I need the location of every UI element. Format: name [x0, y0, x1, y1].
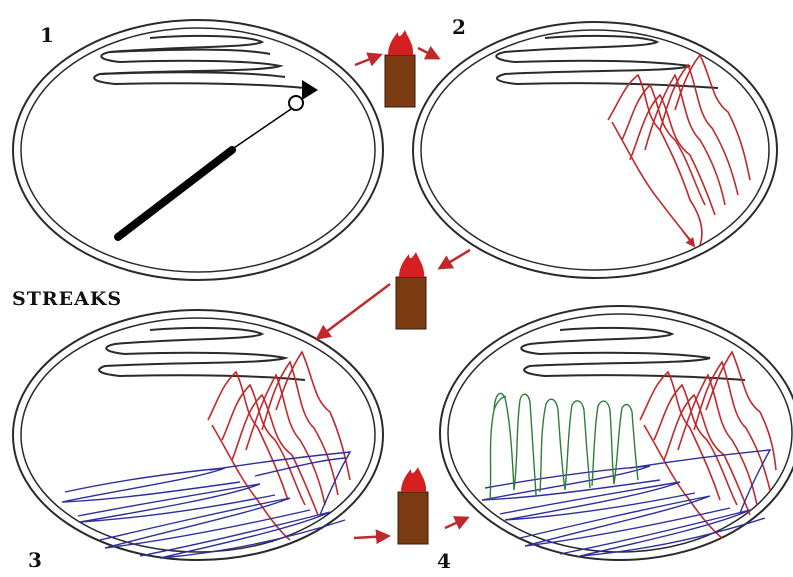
initial-streak	[99, 328, 305, 380]
inoculating-loop-icon	[118, 80, 318, 237]
petri-dish-2	[413, 22, 777, 278]
arrow-burner-to-dish3	[318, 284, 390, 338]
arrow-dish1-to-burner	[355, 55, 380, 65]
step-label-3: 3	[28, 548, 42, 572]
arrow-dish2-to-burner	[440, 250, 470, 268]
initial-streak	[521, 328, 745, 380]
bunsen-burner-icon	[398, 467, 428, 544]
step-label-1: 1	[40, 23, 54, 47]
petri-dish-1	[13, 20, 383, 280]
transfer-arrows	[318, 48, 470, 538]
step-label-4: 4	[437, 549, 451, 573]
initial-streak	[94, 36, 305, 88]
arrow-burner-to-dish4	[445, 518, 467, 528]
bunsen-burner-icon	[385, 30, 415, 107]
streaks-title: STREAKS	[12, 288, 122, 310]
second-streak	[640, 352, 776, 538]
arrow-dish3-to-burner	[354, 536, 388, 538]
arrow-burner-to-dish2	[418, 48, 438, 58]
fourth-streak	[490, 393, 638, 500]
petri-dish-3	[13, 310, 383, 560]
petri-dish-4	[440, 306, 793, 560]
bunsen-burner-icon	[396, 252, 426, 329]
step-label-2: 2	[452, 15, 466, 39]
second-streak	[608, 55, 750, 245]
